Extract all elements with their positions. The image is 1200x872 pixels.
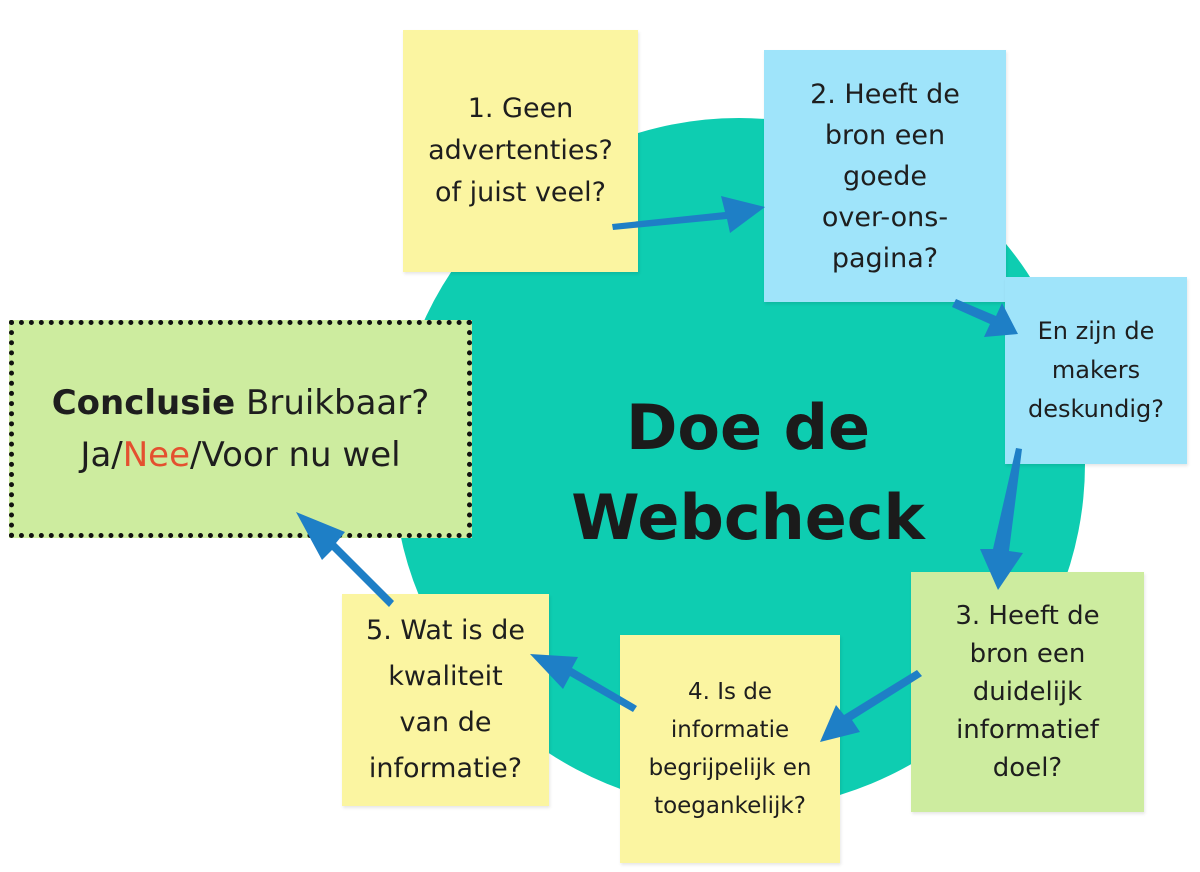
note-line: deskundig? [1028, 395, 1164, 423]
note-line: informatie? [368, 753, 523, 784]
diagram-title: Doe de Webcheck [548, 383, 948, 563]
note-line: goede [842, 160, 927, 192]
title-line-1: Doe de [625, 391, 871, 464]
note-line: 5. Wat is de [366, 615, 525, 646]
note-line: informatief [956, 715, 1099, 745]
note-line: of juist veel? [435, 177, 606, 208]
note-line: advertenties? [428, 135, 613, 166]
note-line: 2. Heeft de [810, 78, 960, 110]
step-1-note: 1. Geen advertenties? of juist veel? [403, 30, 638, 272]
step-3-note: 3. Heeft de bron een duidelijk informati… [911, 572, 1144, 812]
note-line: 1. Geen [467, 93, 574, 124]
note-line: begrijpelijk en [648, 755, 812, 781]
title-line-2: Webcheck [571, 481, 925, 554]
note-line: van de [399, 707, 492, 738]
conclusion-question: Bruikbaar? [235, 383, 430, 423]
note-line: makers [1051, 356, 1141, 384]
conclusion-line-1: Conclusie Bruikbaar? [52, 377, 430, 429]
note-line: bron een [824, 119, 946, 151]
arrow-step2b-to-step3 [980, 448, 1023, 590]
conclusion-option-nee: Nee [122, 435, 191, 475]
step-2-note: 2. Heeft de bron een goede over-ons- pag… [764, 50, 1006, 302]
conclusion-line-2: Ja/Nee/Voor nu wel [80, 429, 400, 481]
note-line: 4. Is de [687, 679, 773, 705]
note-line: kwaliteit [388, 661, 503, 692]
conclusion-label: Conclusie [51, 383, 236, 423]
step-4-note: 4. Is de informatie begrijpelijk en toeg… [620, 635, 840, 863]
arrow-step4-to-step5 [530, 654, 637, 712]
step-2b-note: En zijn de makers deskundig? [1005, 277, 1187, 464]
arrow-step3-to-step4 [820, 670, 922, 742]
arrow-step5-to-conclusion [296, 512, 394, 607]
note-line: pagina? [831, 242, 939, 274]
note-line: 3. Heeft de [955, 601, 1100, 631]
note-line: toegankelijk? [654, 793, 806, 819]
note-line: over-ons- [821, 201, 949, 233]
arrow-step2-to-step2b [952, 299, 1018, 337]
note-line: En zijn de [1037, 317, 1155, 345]
conclusion-box: Conclusie Bruikbaar? Ja/Nee/Voor nu wel [9, 320, 472, 538]
conclusion-option-voor-nu-wel: /Voor nu wel [190, 435, 401, 475]
step-5-note: 5. Wat is de kwaliteit van de informatie… [342, 594, 549, 806]
conclusion-option-ja: Ja/ [80, 435, 123, 475]
note-line: duidelijk [972, 677, 1083, 707]
note-line: bron een [969, 639, 1086, 669]
note-line: informatie [670, 717, 790, 743]
note-line: doel? [992, 753, 1063, 783]
arrow-step1-to-step2 [612, 196, 765, 233]
